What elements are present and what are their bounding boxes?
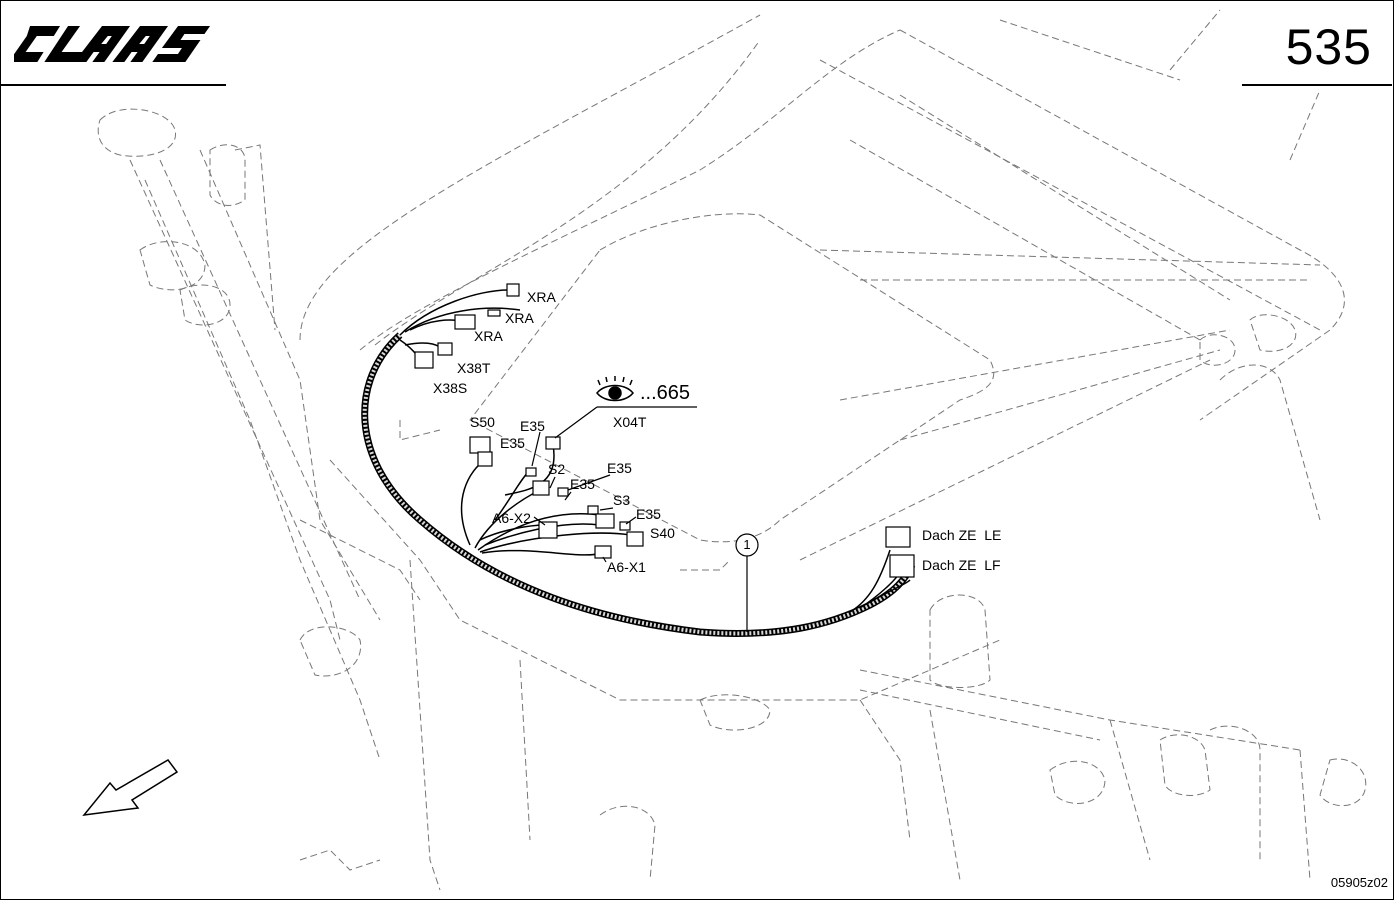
direction-arrow xyxy=(82,759,179,816)
claas-logo xyxy=(14,26,211,62)
connector-label-e35-3: E35 xyxy=(607,460,632,476)
connector-label-e35-2: E35 xyxy=(500,435,525,451)
connector-label-a6-x2: A6-X2 xyxy=(492,510,531,526)
connector-label-dach-ze-lf: Dach ZE LF xyxy=(922,557,1001,573)
leader-lines xyxy=(531,406,748,632)
connector-label-e35-1: E35 xyxy=(520,418,545,434)
connector-label-x38s: X38S xyxy=(433,380,468,396)
connector-label-s40: S40 xyxy=(650,525,675,541)
connector-label-s50: S50 xyxy=(470,414,495,430)
connector-label-e35-5: E35 xyxy=(636,506,661,522)
wiring-harness xyxy=(361,289,916,637)
connector-label-xra-1: XRA xyxy=(527,289,556,305)
connector-label-x38t: X38T xyxy=(457,360,491,376)
connector-label-xra-2: XRA xyxy=(505,310,534,326)
drawing-number: 05905z02 xyxy=(1330,875,1388,890)
connector-label-dach-ze-le: Dach ZE LE xyxy=(922,527,1002,543)
connector-symbols xyxy=(414,283,915,578)
item-circle xyxy=(735,533,759,557)
connector-label-s3: S3 xyxy=(613,492,631,508)
eye-icon xyxy=(596,376,634,402)
item-number-label: 1 xyxy=(743,537,751,552)
connector-label-e35-4: E35 xyxy=(570,476,595,492)
page-number: 535 xyxy=(1285,19,1372,75)
connector-label-s2: S2 xyxy=(548,461,566,477)
connector-label-xra-3: XRA xyxy=(474,328,503,344)
cab-outline-dashed xyxy=(97,9,1367,891)
connector-label-x04t: X04T xyxy=(613,414,647,430)
see-reference-label: ...665 xyxy=(640,382,691,404)
connector-label-a6-x1: A6-X1 xyxy=(607,559,646,575)
